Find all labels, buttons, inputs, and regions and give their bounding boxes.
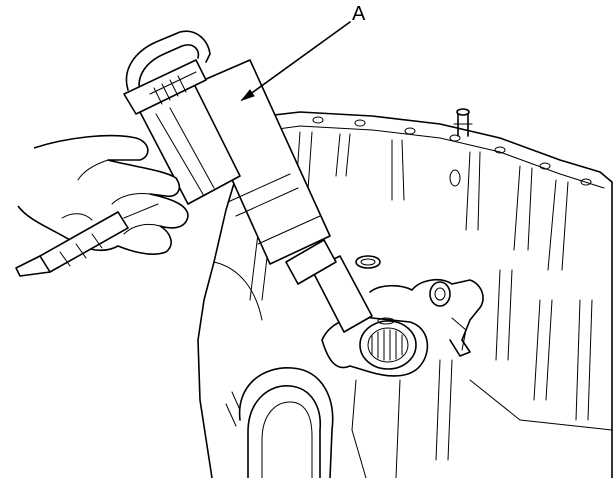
- large-bore: [225, 367, 334, 479]
- vent-tube: [453, 108, 473, 137]
- bearing-bore: [321, 316, 429, 377]
- callout-label-a: A: [352, 3, 366, 25]
- shift-detent-assembly: [369, 278, 484, 357]
- callout-a-leader: [240, 21, 351, 102]
- roller-bearing: [371, 329, 403, 361]
- tool-loop-handle: [123, 30, 211, 115]
- hand: [17, 134, 189, 255]
- transmission-case: [197, 108, 613, 479]
- small-port: [355, 255, 381, 269]
- screwdriver: [15, 203, 159, 277]
- case-ribs: [249, 131, 593, 461]
- tool-a: [123, 30, 373, 333]
